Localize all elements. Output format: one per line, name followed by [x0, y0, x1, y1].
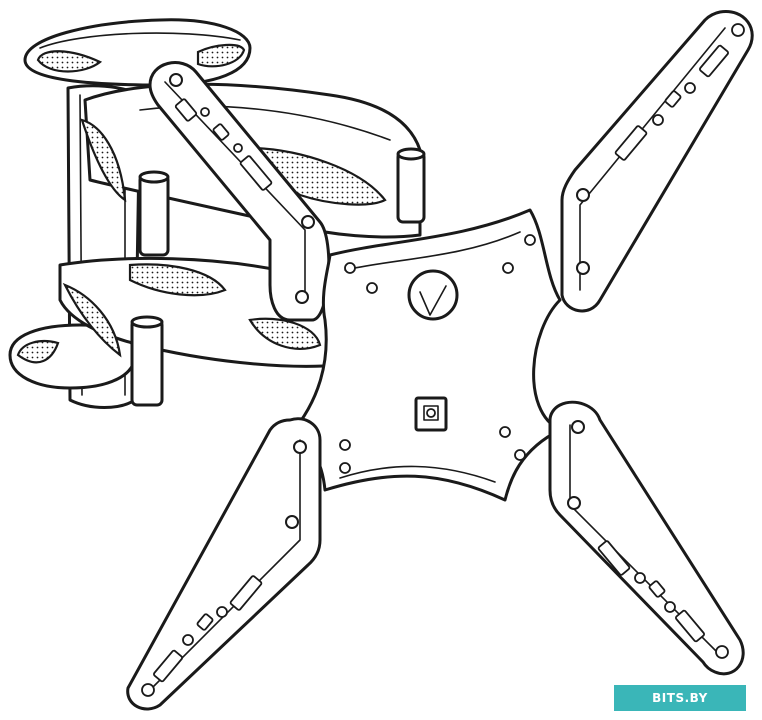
watermark-text: BITS.BY — [652, 691, 708, 705]
screw-icon — [295, 290, 309, 304]
screw-icon — [571, 420, 585, 434]
middle-pivot-post — [138, 173, 170, 257]
arm-link-bar — [148, 61, 331, 322]
tilt-knob — [407, 269, 459, 321]
screw-icon — [293, 440, 307, 454]
upper-right-bracket-arm — [560, 10, 754, 313]
screw-icon — [576, 261, 590, 275]
upper-pivot-post — [396, 150, 426, 224]
top-wall-pad-grip — [36, 50, 103, 73]
lower-right-bracket-arm — [548, 400, 745, 676]
lower-left-bracket-arm — [126, 417, 322, 711]
center-plate-body — [288, 208, 562, 502]
vesa-center-plate — [288, 208, 562, 502]
lower-pivot-post — [130, 318, 164, 407]
lower-arm-grip — [128, 263, 227, 297]
screw-icon — [169, 73, 183, 87]
screw-icon — [576, 188, 590, 202]
screw-icon — [285, 515, 299, 529]
watermark-badge: BITS.BY — [614, 685, 746, 711]
screw-icon — [301, 215, 315, 229]
screw-icon — [567, 496, 581, 510]
